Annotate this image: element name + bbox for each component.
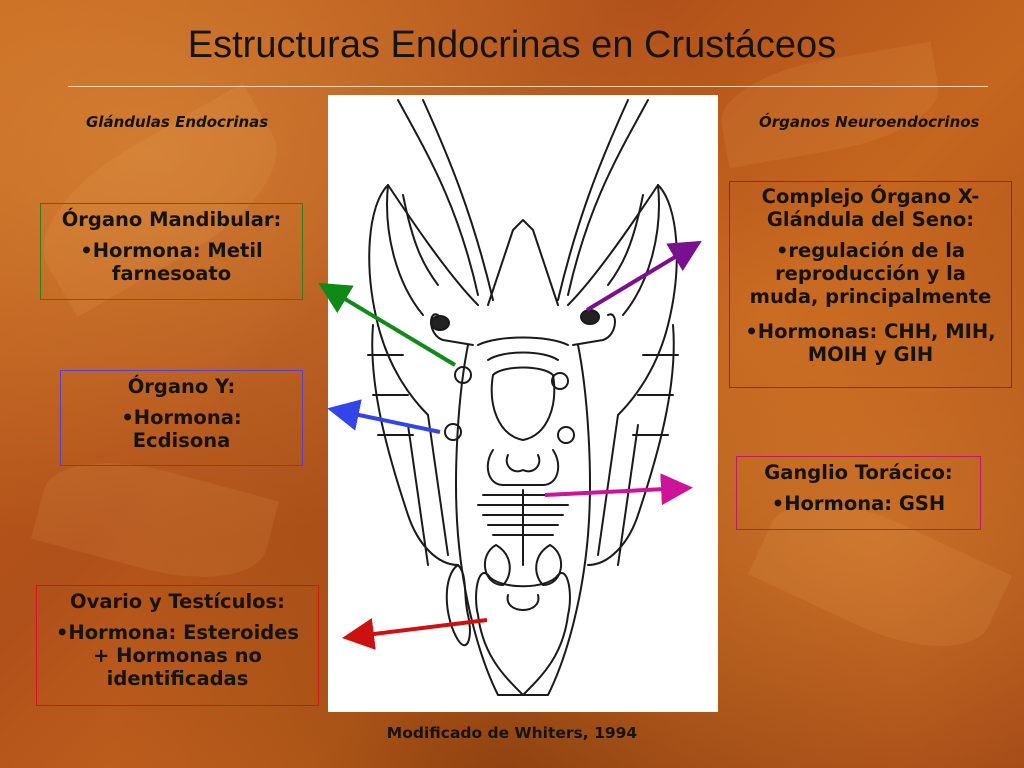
box-title: Órgano Mandibular:	[61, 208, 282, 231]
caption-source: Modificado de Whiters, 1994	[386, 724, 638, 742]
box-line: •Hormona: GSH	[771, 492, 946, 515]
box-organo-mandibular: Órgano Mandibular: •Hormona: Metil farne…	[40, 203, 303, 300]
box-title: Ganglio Torácico:	[764, 461, 953, 484]
box-organo-y: Órgano Y: •Hormona: Ecdisona	[60, 370, 303, 466]
slide-title: Estructuras Endocrinas en Crustáceos	[187, 24, 837, 66]
box-title: Ovario y Testículos:	[70, 590, 285, 613]
box-line: •Hormona: Metil farnesoato	[80, 239, 263, 285]
box-line: •Hormonas: CHH, MIH, MOIH y GIH	[745, 320, 996, 366]
box-line: •Hormona: Ecdisona	[121, 406, 242, 452]
box-ganglio-toracico: Ganglio Torácico: •Hormona: GSH	[736, 456, 981, 530]
crustacean-diagram	[328, 95, 718, 712]
box-ovario-testiculos: Ovario y Testículos: •Hormona: Esteroide…	[36, 585, 319, 706]
box-complejo-organo-x: Complejo Órgano X-Glándula del Seno: •re…	[729, 181, 1012, 388]
header-glandulas: Glándulas Endocrinas	[86, 113, 269, 131]
box-line: •Hormona: Esteroides + Hormonas no ident…	[55, 621, 300, 690]
arrow-mandibular	[318, 282, 457, 367]
title-divider	[68, 86, 988, 87]
box-title: Complejo Órgano X-Glándula del Seno:	[761, 185, 980, 231]
box-title: Órgano Y:	[127, 375, 236, 398]
arrow-complejo	[585, 240, 702, 312]
arrow-ovario	[342, 618, 488, 650]
arrow-organo-y	[327, 399, 441, 434]
header-organos: Órganos Neuroendocrinos	[759, 113, 980, 131]
box-line: •regulación de la reproducción y la muda…	[749, 239, 992, 308]
arrow-ganglio	[544, 473, 693, 506]
